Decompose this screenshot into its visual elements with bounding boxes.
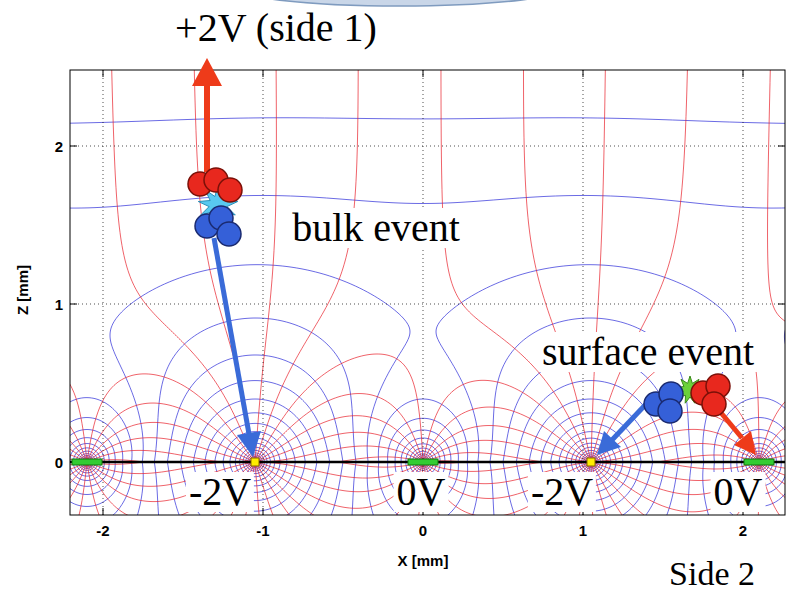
electrode-voltage: -2V	[528, 472, 596, 512]
field-line	[70, 70, 785, 515]
equipotential-line	[70, 70, 785, 515]
arrow-head	[734, 431, 756, 455]
side1-voltage-label: +2V (side 1)	[175, 8, 377, 48]
field-line	[70, 70, 785, 515]
event-label: surface event	[539, 332, 757, 372]
tick-label-text: 1	[579, 523, 587, 538]
field-line	[70, 70, 785, 515]
electron-drift-arrow	[612, 402, 648, 440]
event-label-text: surface event	[539, 332, 757, 372]
equipotential-line	[70, 70, 785, 515]
tick-label: 0	[55, 455, 63, 470]
plot-area	[70, 70, 785, 515]
electrode-voltage-text: -2V	[528, 472, 596, 512]
electrode-0v	[72, 459, 102, 465]
event-label: bulk event	[289, 208, 463, 248]
electron	[658, 399, 682, 423]
field-line	[70, 70, 785, 515]
axis-title: Z [mm]	[15, 265, 30, 315]
tick-label-text: 0	[55, 455, 63, 470]
field-line	[70, 70, 590, 515]
equipotential-line	[70, 70, 785, 515]
tick-label: 0	[419, 523, 427, 538]
equipotential-line	[70, 70, 785, 515]
field-line	[70, 70, 785, 515]
electron-drift-arrow	[214, 238, 249, 434]
side2-label-text: Side 2	[669, 557, 755, 591]
tick-label: -2	[96, 523, 109, 538]
equipotential-line	[70, 70, 785, 515]
electrode-minus2v	[251, 458, 259, 466]
field-line	[70, 70, 785, 515]
field-line	[70, 70, 785, 515]
field-line	[87, 403, 463, 515]
equipotential-line	[70, 70, 785, 515]
electrode-0v	[744, 459, 774, 465]
equipotential-line	[70, 70, 785, 515]
arrow-head	[237, 431, 261, 457]
electrode-0v	[408, 459, 438, 465]
event-label-text: bulk event	[289, 208, 463, 248]
electrode-voltage: 0V	[711, 472, 766, 512]
electrode-voltage: 0V	[394, 472, 449, 512]
equipotential-line	[70, 70, 785, 515]
equipotential-line	[70, 70, 785, 515]
electrode-voltage: -2V	[186, 472, 254, 512]
field-line	[70, 70, 785, 515]
tick-label: 1	[55, 297, 63, 312]
electrodes	[72, 458, 774, 466]
side2-label: Side 2	[669, 557, 755, 591]
electrode-voltage-text: 0V	[394, 472, 449, 512]
hole	[218, 178, 242, 202]
tick-label: -1	[256, 523, 269, 538]
arrow-head	[597, 431, 621, 455]
equipotential-line	[70, 70, 785, 515]
field-line	[70, 70, 785, 515]
axis-title: X [mm]	[398, 553, 449, 568]
field-line	[70, 70, 783, 515]
tick-label-text: 2	[739, 523, 747, 538]
field-line	[70, 70, 785, 515]
field-line	[87, 374, 543, 515]
equipotential-line	[70, 70, 785, 515]
hole-drift-arrow	[204, 84, 210, 172]
tick-label-text: -1	[256, 523, 269, 538]
tick-label-text: 2	[55, 139, 63, 154]
side1-voltage-label-text: +2V (side 1)	[175, 8, 377, 48]
equipotential-line	[70, 70, 785, 515]
field-line	[70, 70, 785, 515]
field-line	[70, 70, 590, 515]
tick-label-text: -2	[96, 523, 109, 538]
electrode-voltage-text: -2V	[186, 472, 254, 512]
equipotential-line	[70, 70, 785, 515]
grid-lines	[70, 70, 785, 515]
equipotential-line	[70, 70, 785, 515]
axis-title-text: X [mm]	[398, 553, 449, 568]
field-line	[70, 70, 785, 515]
equipotential-line	[70, 70, 785, 515]
plot-frame	[70, 70, 785, 515]
bulk-event-charges	[188, 168, 242, 246]
tick-label: 2	[55, 139, 63, 154]
field-lines	[70, 70, 785, 515]
tick-label-text: 1	[55, 297, 63, 312]
equipotential-line	[70, 70, 785, 515]
header-blob	[230, 0, 570, 6]
tick-label-text: 0	[419, 523, 427, 538]
hole	[702, 392, 726, 416]
equipotential-line	[70, 70, 785, 515]
tick-marks	[70, 70, 785, 515]
tick-label: 2	[739, 523, 747, 538]
drift-arrows	[192, 58, 756, 457]
arrow-head	[192, 58, 222, 86]
tick-label: 1	[579, 523, 587, 538]
equipotential-line	[70, 70, 785, 515]
electrode-minus2v	[587, 458, 595, 466]
axis-title-text: Z [mm]	[15, 265, 30, 315]
electrode-voltage-text: 0V	[711, 472, 766, 512]
surface-event-charges	[644, 374, 730, 423]
electron	[217, 222, 241, 246]
